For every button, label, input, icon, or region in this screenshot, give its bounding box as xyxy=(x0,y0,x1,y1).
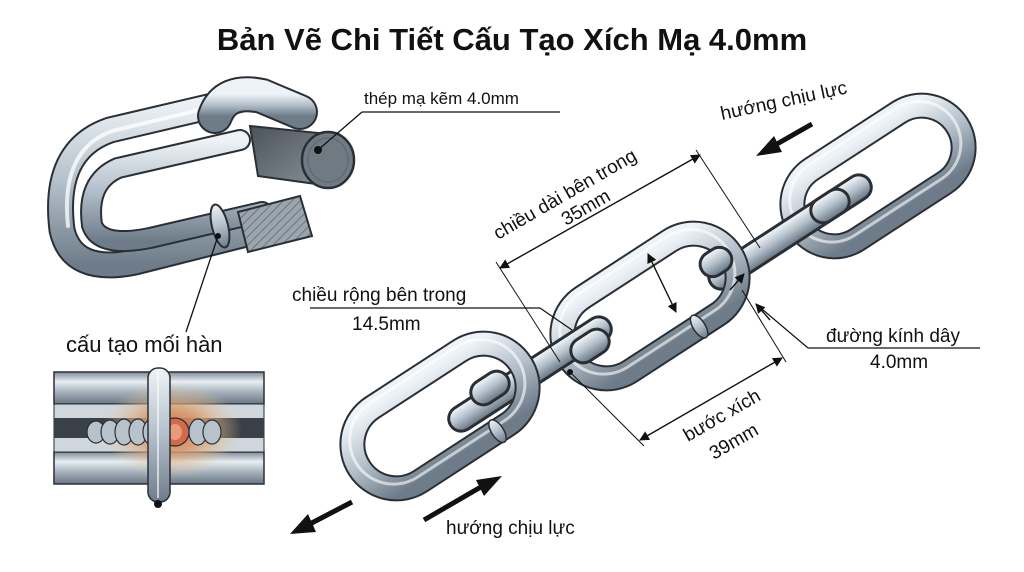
weld-section-label: cấu tạo mối hàn xyxy=(66,332,223,357)
wire-diameter-dimension xyxy=(729,273,980,349)
inner-width-value: 14.5mm xyxy=(352,314,421,335)
inner-length-label: chiều dài bên trong xyxy=(490,145,640,244)
wire-diameter-label: đường kính dây xyxy=(826,326,960,347)
diagram-title: Bản Vẽ Chi Tiết Cấu Tạo Xích Mạ 4.0mm xyxy=(217,22,807,57)
wire-diameter-value: 4.0mm xyxy=(870,352,928,373)
pitch-dimension xyxy=(567,289,787,447)
force-arrow-bottom-left xyxy=(290,499,354,534)
force-arrow-top xyxy=(756,121,814,156)
force-arrow-bottom-right xyxy=(422,476,502,523)
inner-width-dimension xyxy=(310,253,677,331)
force-direction-top-label: hướng chịu lực xyxy=(719,78,849,125)
chain-links xyxy=(339,92,977,502)
inner-length-dimension xyxy=(495,149,761,363)
weld-closeup-panel xyxy=(53,367,265,508)
force-direction-bottom-label: hướng chịu lực xyxy=(446,518,575,539)
single-link-illustration xyxy=(47,76,356,279)
material-label: thép mạ kẽm 4.0mm xyxy=(364,89,519,108)
inner-width-label: chiều rộng bên trong xyxy=(292,285,466,306)
